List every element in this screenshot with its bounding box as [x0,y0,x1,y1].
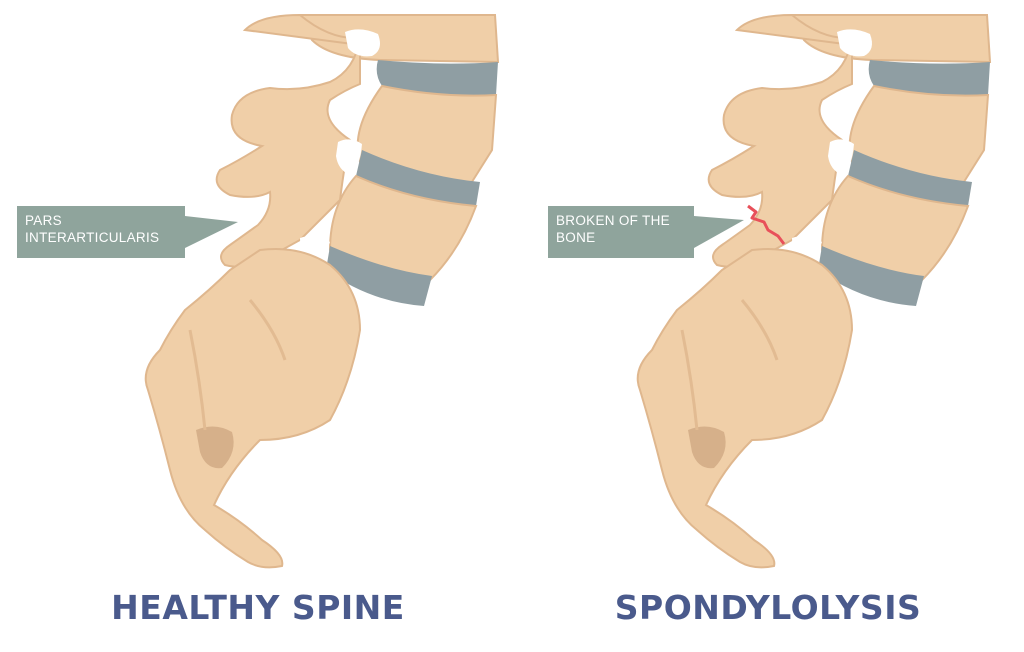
sacrum [144,248,362,569]
vertebral-body-upper [298,14,500,64]
sacrum [636,248,854,569]
sacral-canal [196,426,234,469]
neural-foramen-lower [792,235,822,258]
lumbar-spine-sacrum [144,13,500,569]
spondylolysis-illustration [636,13,992,569]
callout-line-1: BROKEN OF THE [556,213,670,228]
sacral-ridge-2 [248,299,287,361]
intervertebral-disc-lower [326,246,432,306]
neural-foramen-lower [300,235,330,258]
neural-foramen-upper [837,29,872,57]
caption-healthy-spine: HEALTHY SPINE [111,588,405,627]
spondylolysis-panel [492,0,1004,652]
callout-line-2: INTERARTICULARIS [25,230,160,245]
healthy-spine-illustration [144,13,500,569]
sacral-ridge [680,329,699,431]
callout-pars-interarticularis: PARS INTERARTICULARIS [17,206,185,258]
neural-foramen-middle [336,139,362,175]
callout-line-2: BONE [556,230,596,245]
intervertebral-disc-lower [818,246,924,306]
caption-spondylolysis: SPONDYLOLYSIS [614,588,922,627]
callout-line-1: PARS [25,213,62,228]
lumbar-spine-sacrum [636,13,992,569]
callout-broken-bone: BROKEN OF THE BONE [548,206,694,258]
vertebral-body-upper [790,14,992,64]
neural-foramen-middle [828,139,854,175]
intervertebral-disc-middle [356,150,480,206]
posterior-arch [215,13,362,268]
sacral-ridge-2 [740,299,779,361]
sacral-ridge [188,329,207,431]
pars-fracture-line [747,204,786,245]
healthy-spine-panel [144,13,500,569]
intervertebral-disc-middle [848,150,972,206]
neural-foramen-upper [345,29,380,57]
posterior-arch [707,13,854,268]
callout-pointer [185,216,238,248]
intervertebral-disc-upper [376,60,498,96]
intervertebral-disc-upper [868,60,990,96]
sacral-canal [688,426,726,469]
callout-pointer [694,216,744,248]
